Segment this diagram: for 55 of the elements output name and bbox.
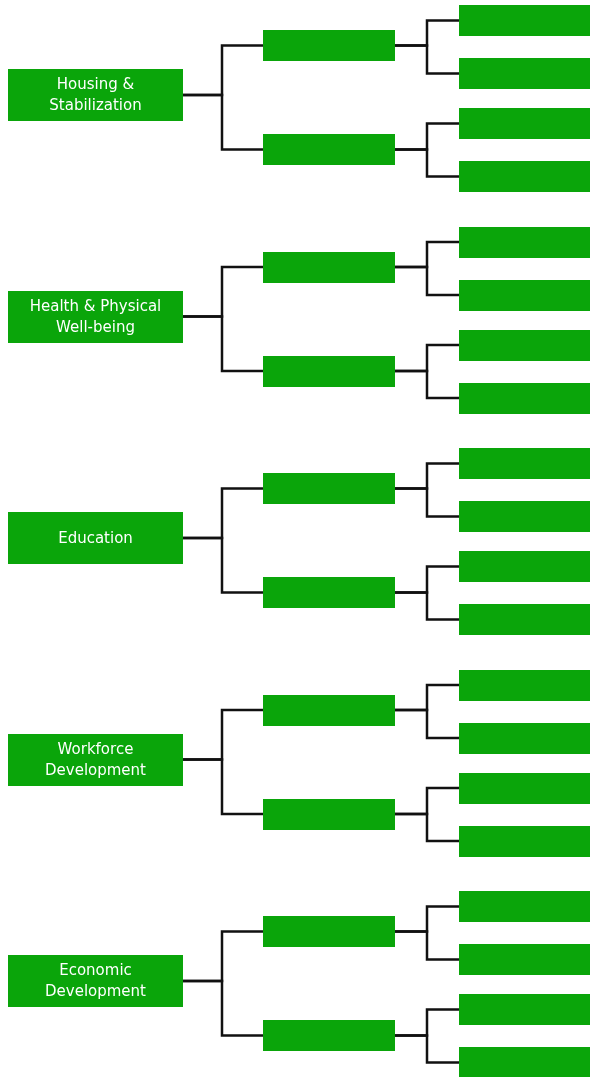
empty-box [459,5,590,36]
empty-box [459,891,590,922]
connector-line [395,369,459,400]
empty-box [459,944,590,975]
empty-box [459,329,590,361]
category-label: Workforce Development [44,738,147,781]
empty-box [459,279,590,311]
category-box [8,69,183,121]
empty-box [459,994,590,1025]
empty-box [263,694,395,726]
empty-box [263,134,395,165]
connector-line [395,1034,459,1064]
empty-box [263,577,395,608]
empty-box [459,722,590,754]
empty-box [459,108,590,139]
empty-box [459,161,590,192]
empty-box [459,58,590,89]
connector-line [183,979,263,1037]
empty-box [459,448,590,479]
empty-box [459,604,590,635]
category-label: Economic Development [44,960,147,1002]
empty-box [263,30,395,61]
empty-box [459,501,590,532]
category-label: Education [58,527,133,549]
connector-line [183,93,263,151]
category-box [8,290,183,343]
empty-box [263,251,395,283]
category-label: Health & Physical Well-being [28,295,163,338]
empty-box [263,916,395,947]
empty-box [263,473,395,504]
empty-box [459,382,590,414]
connector-line [395,591,459,621]
empty-box [459,825,590,857]
empty-box [263,355,395,387]
category-box [8,733,183,786]
connector-line [395,148,459,178]
empty-box [459,226,590,258]
connector-line [183,536,263,594]
connector-line [395,708,459,740]
connector-line [395,487,459,518]
empty-box [263,798,395,830]
category-box [8,512,183,564]
connector-line [395,930,459,961]
empty-box [263,1020,395,1051]
category-label: Housing & Stabilization [48,74,143,116]
connector-line [183,758,263,816]
connector-line [395,265,459,297]
connector-line [395,44,459,75]
empty-box [459,669,590,701]
empty-box [459,772,590,804]
connector-line [183,315,263,373]
connector-line [395,812,459,843]
empty-box [459,1047,590,1077]
empty-box [459,551,590,582]
category-box [8,955,183,1007]
